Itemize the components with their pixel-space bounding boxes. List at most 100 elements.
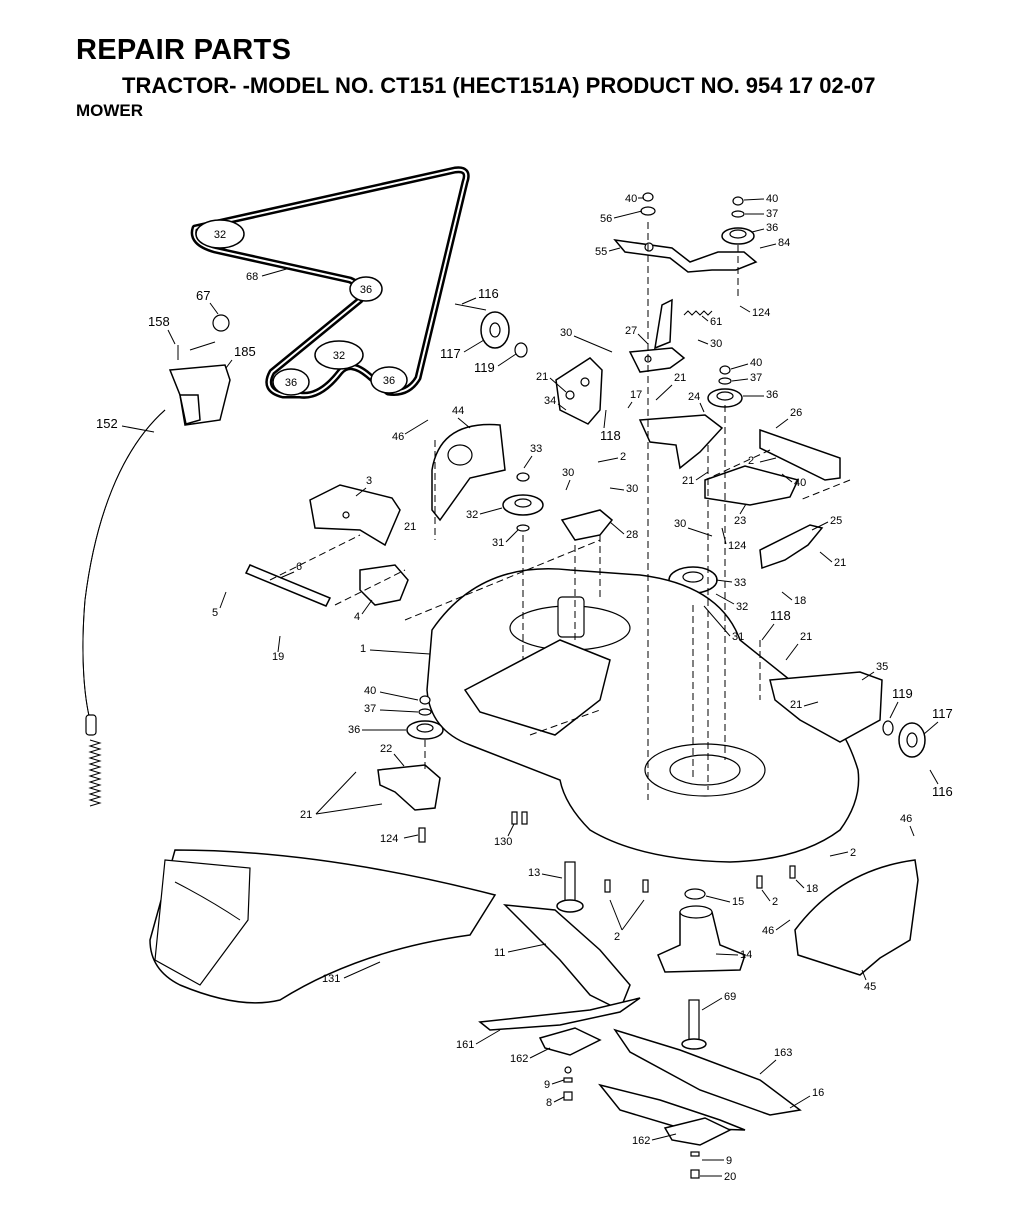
svg-text:36: 36 (360, 284, 372, 296)
callout-21: 21 (834, 557, 846, 569)
callout-21: 21 (536, 371, 548, 383)
callout-158: 158 (148, 314, 170, 329)
callout-119: 119 (892, 686, 913, 701)
callout-117: 117 (932, 706, 953, 721)
callout-124: 124 (728, 540, 746, 552)
callout-116: 116 (478, 286, 499, 301)
callout-30: 30 (562, 467, 574, 479)
callout-2: 2 (748, 455, 754, 467)
idler-arm-27 (628, 298, 686, 373)
callout-40: 40 (364, 685, 376, 697)
idler-pulley-top-right (721, 196, 755, 245)
callout-26: 26 (790, 407, 802, 419)
blade-adapter-162-right (663, 1117, 732, 1146)
bracket-22 (377, 764, 441, 811)
blade-16 (598, 1083, 746, 1131)
callout-2: 2 (620, 451, 626, 463)
callout-40: 40 (625, 193, 637, 205)
callout-17: 17 (630, 389, 642, 401)
callout-34: 34 (544, 395, 556, 407)
lift-control-assembly (82, 314, 231, 807)
callout-21: 21 (682, 475, 694, 487)
callout-84: 84 (778, 237, 790, 249)
callout-25: 25 (830, 515, 842, 527)
callout-30: 30 (560, 327, 572, 339)
callout-18: 18 (806, 883, 818, 895)
callout-124: 124 (380, 833, 398, 845)
callout-46: 46 (900, 813, 912, 825)
callout-30: 30 (626, 483, 638, 495)
callout-185: 185 (234, 344, 256, 359)
idler-wheel-right (882, 720, 926, 758)
mower-deck (426, 568, 883, 863)
callout-27: 27 (625, 325, 637, 337)
bracket-24 (638, 414, 724, 470)
callout-130: 130 (494, 836, 512, 848)
rod-6 (244, 564, 332, 607)
callout-21: 21 (800, 631, 812, 643)
svg-text:32: 32 (214, 229, 226, 241)
idler-arm-55 (613, 192, 758, 273)
callout-67: 67 (196, 288, 210, 303)
spindle-pulley-left (502, 472, 544, 532)
callout-117: 117 (440, 346, 461, 361)
alignment-lines (269, 222, 851, 800)
bracket-26 (759, 428, 841, 481)
callout-119: 119 (474, 360, 495, 375)
callout-21: 21 (404, 521, 416, 533)
callout-61: 61 (710, 316, 722, 328)
callout-46: 46 (392, 431, 404, 443)
belt-pulley-left: 36 (272, 368, 310, 396)
callout-5: 5 (212, 607, 218, 619)
callout-55: 55 (595, 246, 607, 258)
idler-wheel-top (454, 303, 528, 358)
bracket-28 (560, 509, 614, 541)
callout-56: 56 (600, 213, 612, 225)
hardware (418, 811, 796, 1179)
callout-131: 131 (322, 973, 340, 985)
idler-pulley-lower-left (406, 695, 444, 740)
blade-163 (613, 1028, 802, 1116)
callout-116: 116 (932, 784, 953, 799)
callout-44: 44 (452, 405, 464, 417)
callout-9: 9 (544, 1079, 550, 1091)
bracket-23 (704, 465, 800, 506)
section-heading: MOWER (76, 101, 144, 120)
callout-37: 37 (766, 208, 778, 220)
callout-20: 20 (724, 1171, 736, 1183)
callout-45: 45 (864, 981, 876, 993)
callout-36: 36 (766, 222, 778, 234)
belt-pulley-upper: 32 (195, 219, 245, 249)
callout-152: 152 (96, 416, 118, 431)
shield-44 (431, 423, 506, 522)
spindle-housing-14 (657, 888, 746, 973)
callout-6: 6 (296, 561, 302, 573)
bracket-34 (555, 357, 603, 425)
callout-21: 21 (790, 699, 802, 711)
callout-16: 16 (812, 1087, 824, 1099)
callout-1: 1 (360, 643, 366, 655)
spring-61 (683, 310, 713, 316)
callout-13: 13 (528, 867, 540, 879)
callout-36: 36 (766, 389, 778, 401)
callout-2: 2 (772, 896, 778, 908)
idler-pulley-right (707, 365, 743, 408)
blade-161 (478, 997, 641, 1031)
callout-40: 40 (794, 477, 806, 489)
callout-68: 68 (246, 271, 258, 283)
callout-23: 23 (734, 515, 746, 527)
callout-18: 18 (794, 595, 806, 607)
svg-text:36: 36 (383, 375, 395, 387)
callout-22: 22 (380, 743, 392, 755)
callout-2: 2 (614, 931, 620, 943)
callout-8: 8 (546, 1097, 552, 1109)
callout-32: 32 (466, 509, 478, 521)
bracket-4 (359, 564, 409, 606)
callout-labels: 40 56 55 40 37 36 84 124 61 116 67 158 1… (96, 193, 953, 1183)
belt-pulley-mid: 36 (349, 276, 383, 302)
callout-161: 161 (456, 1039, 474, 1051)
callout-21: 21 (300, 809, 312, 821)
callout-69: 69 (724, 991, 736, 1003)
blade-adapter-11 (502, 904, 631, 1012)
